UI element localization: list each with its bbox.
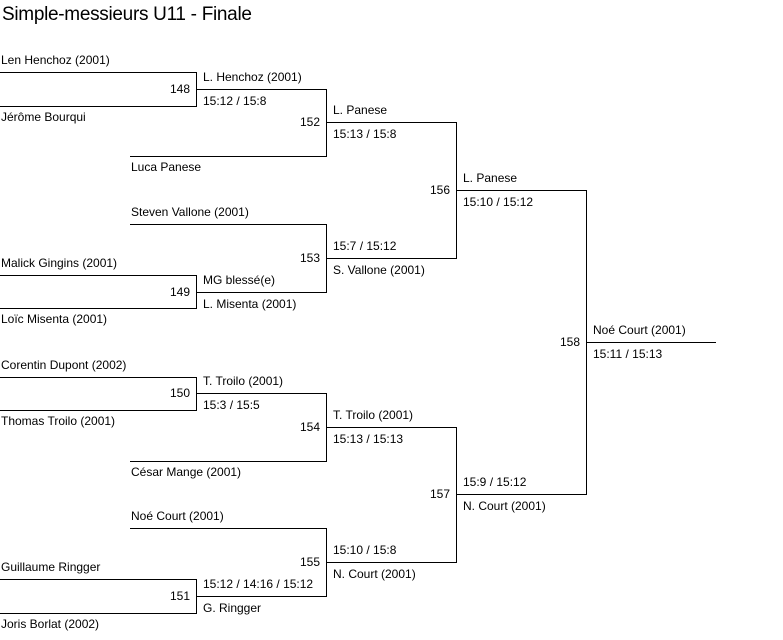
match-bottom-label: 15:11 / 15:13	[593, 347, 663, 361]
bracket-line	[0, 410, 196, 411]
bracket-line	[130, 224, 326, 225]
match-bottom-label: 15:13 / 15:13	[333, 432, 404, 446]
player-name: Malick Gingins (2001)	[1, 256, 118, 270]
player-name: Jérôme Bourqui	[1, 110, 86, 124]
match-bottom-label: N. Court (2001)	[333, 567, 416, 581]
bracket-line	[196, 89, 326, 90]
bracket-line	[196, 393, 326, 394]
bracket-line	[0, 579, 196, 580]
bracket-line	[130, 528, 326, 529]
player-name: Steven Vallone (2001)	[131, 205, 249, 219]
match-number: 150	[169, 386, 190, 400]
player-name: César Mange (2001)	[131, 465, 242, 479]
match-number: 152	[299, 115, 320, 129]
bracket-line	[586, 342, 716, 343]
bracket-line	[0, 613, 196, 614]
match-bottom-label: 15:10 / 15:12	[463, 195, 534, 209]
page-title: Simple-messieurs U11 - Finale	[2, 4, 252, 25]
match-number: 151	[169, 589, 190, 603]
match-number: 157	[429, 487, 450, 501]
player-name: Len Henchoz (2001)	[1, 53, 110, 67]
match-number: 158	[559, 335, 580, 349]
match-top-label: 15:7 / 15:12	[333, 239, 397, 253]
match-bottom-label: 15:13 / 15:8	[333, 127, 397, 141]
match-top-label: T. Troilo (2001)	[333, 408, 414, 422]
player-name: Thomas Troilo (2001)	[1, 414, 116, 428]
match-bottom-label: 15:12 / 15:8	[203, 94, 267, 108]
match-bottom-label: S. Vallone (2001)	[333, 263, 425, 277]
match-number: 148	[169, 82, 190, 96]
bracket-line	[0, 308, 196, 309]
match-top-label: MG blessé(e)	[203, 273, 276, 287]
player-name: Corentin Dupont (2002)	[1, 358, 127, 372]
player-name: Joris Borlat (2002)	[1, 617, 100, 631]
match-top-label: T. Troilo (2001)	[203, 374, 284, 388]
bracket-line	[456, 427, 457, 563]
bracket-line	[130, 156, 326, 157]
match-top-label: 15:10 / 15:8	[333, 543, 397, 557]
player-name: Noé Court (2001)	[131, 509, 224, 523]
match-bottom-label: L. Misenta (2001)	[203, 297, 297, 311]
bracket-line	[456, 494, 586, 495]
bracket-line	[196, 292, 326, 293]
match-number: 153	[299, 251, 320, 265]
player-name: Guillaume Ringger	[1, 560, 101, 574]
match-top-label: 15:12 / 14:16 / 15:12	[203, 577, 314, 591]
bracket-line	[0, 275, 196, 276]
bracket-line	[326, 427, 456, 428]
bracket-line	[0, 72, 196, 73]
bracket-line	[0, 106, 196, 107]
match-number: 154	[299, 420, 320, 434]
match-top-label: L. Panese	[463, 171, 518, 185]
match-bottom-label: 15:3 / 15:5	[203, 398, 260, 412]
match-number: 155	[299, 555, 320, 569]
bracket-line	[326, 562, 456, 563]
bracket-line	[196, 596, 326, 597]
match-top-label: 15:9 / 15:12	[463, 475, 527, 489]
match-number: 156	[429, 183, 450, 197]
match-top-label: L. Henchoz (2001)	[203, 70, 302, 84]
bracket-line	[130, 461, 326, 462]
bracket-line	[326, 122, 456, 123]
bracket-line	[0, 377, 196, 378]
match-number: 149	[169, 285, 190, 299]
player-name: Loïc Misenta (2001)	[1, 312, 108, 326]
match-bottom-label: N. Court (2001)	[463, 499, 546, 513]
match-bottom-label: G. Ringger	[203, 601, 262, 615]
bracket-line	[326, 89, 327, 157]
bracket-line	[456, 190, 586, 191]
player-name: Luca Panese	[131, 160, 202, 174]
match-top-label: Noé Court (2001)	[593, 323, 686, 337]
match-top-label: L. Panese	[333, 103, 388, 117]
bracket-line	[326, 258, 456, 259]
bracket-line	[196, 377, 197, 411]
